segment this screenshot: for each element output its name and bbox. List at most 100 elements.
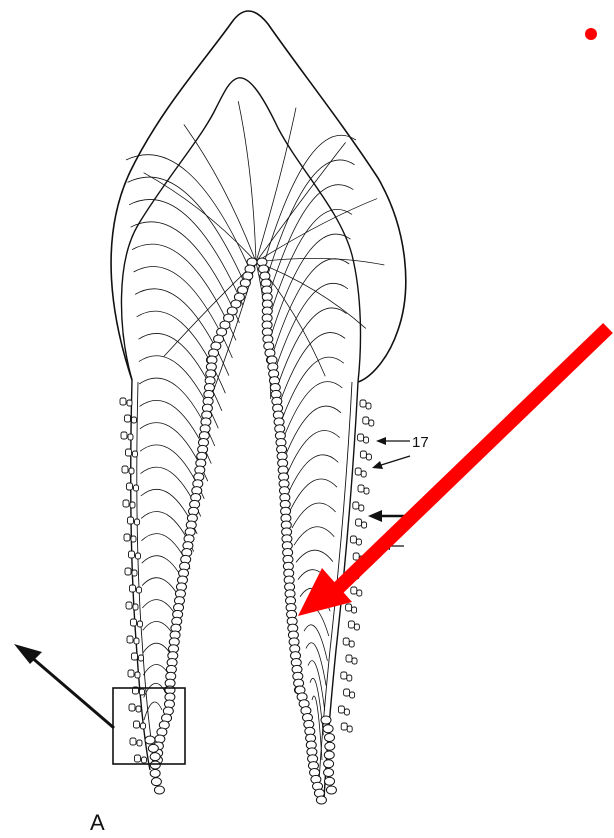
callout-arrow-icon bbox=[14, 644, 114, 728]
odontoblast-cell bbox=[145, 736, 155, 744]
dentinal-tubules bbox=[126, 101, 384, 760]
cementocyte-cell bbox=[350, 692, 355, 698]
odontoblast-cell bbox=[325, 777, 335, 785]
tubule-line bbox=[272, 259, 349, 356]
cementocyte-cell bbox=[139, 655, 144, 661]
cementocyte-cell bbox=[132, 653, 138, 660]
cementocyte-cell bbox=[127, 636, 133, 643]
tubule-line bbox=[296, 550, 333, 562]
cementocyte-cell bbox=[354, 624, 359, 630]
cementocyte-cell bbox=[125, 568, 131, 575]
cementocyte-cell bbox=[347, 675, 352, 681]
tubule-line bbox=[256, 142, 346, 262]
odontoblast-cell bbox=[324, 769, 334, 777]
cementocyte-cell bbox=[362, 522, 367, 528]
cementocyte-cell bbox=[350, 536, 356, 543]
cementocyte-cell bbox=[128, 434, 133, 440]
odontoblast-cell bbox=[326, 786, 336, 794]
cementocyte-cell bbox=[346, 604, 352, 611]
cementocyte-cell bbox=[369, 420, 374, 426]
odontoblast-cell bbox=[324, 760, 334, 768]
tubule-line bbox=[290, 479, 337, 511]
tubule-line bbox=[288, 455, 338, 494]
cementocyte-cell bbox=[135, 755, 141, 762]
leader-arrow-17 bbox=[376, 437, 410, 445]
odontoblast-cell bbox=[324, 751, 334, 759]
odontoblast-cell bbox=[154, 786, 164, 794]
tubule-line bbox=[131, 222, 240, 323]
cementocyte-cell bbox=[357, 590, 362, 596]
odontoblast-cell bbox=[148, 744, 158, 752]
cementocyte-cell bbox=[130, 585, 136, 592]
cementocyte-cell bbox=[360, 451, 366, 458]
cementocyte-cell bbox=[135, 672, 140, 678]
cementocyte-cell bbox=[358, 485, 364, 492]
cementocyte-cell bbox=[129, 704, 135, 711]
cementocyte-cell bbox=[123, 500, 129, 507]
cementocyte-cell bbox=[133, 451, 138, 457]
tubule-line bbox=[268, 209, 352, 321]
tubule-line bbox=[278, 333, 345, 408]
cementocyte-cell bbox=[366, 403, 371, 409]
cementocyte-cell bbox=[344, 709, 349, 715]
tubule-line bbox=[126, 155, 250, 270]
cementocyte-cell bbox=[352, 658, 357, 664]
cementocyte-cell bbox=[135, 519, 140, 525]
cementocyte-cell bbox=[134, 721, 140, 728]
cementocyte-cell bbox=[356, 519, 362, 526]
tubule-line bbox=[129, 199, 243, 305]
cementocyte-cell bbox=[121, 432, 127, 439]
tubule-line bbox=[128, 177, 247, 288]
bullet-dot-icon bbox=[585, 28, 597, 40]
cementocyte-cell bbox=[341, 723, 347, 730]
odontoblast-cell bbox=[325, 742, 335, 750]
cementocyte-cell bbox=[134, 485, 139, 491]
cementocyte-cell bbox=[353, 553, 359, 560]
tubule-line bbox=[304, 625, 327, 661]
periodontal-cells bbox=[120, 398, 374, 763]
cementocyte-cell bbox=[359, 505, 364, 511]
odontoblast-cell bbox=[323, 725, 333, 733]
cementocyte-cell bbox=[126, 602, 132, 609]
cementocyte-cell bbox=[131, 619, 137, 626]
cementocyte-cell bbox=[351, 587, 357, 594]
cementocyte-cell bbox=[132, 417, 137, 423]
cementocyte-cell bbox=[352, 607, 357, 613]
tubule-line bbox=[144, 173, 256, 262]
enamel-outline bbox=[111, 11, 406, 382]
tubule-line bbox=[144, 683, 166, 697]
cementocyte-cell bbox=[136, 553, 141, 559]
tubule-line bbox=[238, 101, 256, 262]
pointer-arrow-icon bbox=[298, 328, 608, 616]
cementocyte-cell bbox=[348, 621, 354, 628]
odontoblast-cell bbox=[316, 796, 326, 804]
tubule-line bbox=[144, 702, 162, 720]
cementocyte-cell bbox=[127, 483, 133, 490]
tubule-line bbox=[184, 124, 256, 262]
cementocyte-cell bbox=[130, 738, 136, 745]
cementocyte-cell bbox=[132, 570, 137, 576]
cementocyte-cell bbox=[129, 468, 134, 474]
odontoblast-cell bbox=[151, 778, 161, 786]
odontoblast-cell bbox=[321, 716, 331, 724]
tubule-line bbox=[294, 527, 334, 545]
tubule-line bbox=[266, 185, 353, 305]
cell-number-label: 17 bbox=[412, 434, 429, 451]
tubule-line bbox=[276, 308, 346, 390]
cementocyte-cell bbox=[355, 468, 361, 475]
cementocyte-cell bbox=[140, 689, 145, 695]
tubule-line bbox=[256, 199, 377, 262]
cementocyte-cell bbox=[138, 621, 143, 627]
cementocyte-cell bbox=[344, 689, 350, 696]
cementocyte-cell bbox=[346, 655, 352, 662]
cementocyte-cell bbox=[136, 706, 141, 712]
cementocyte-cell bbox=[125, 415, 131, 422]
cementocyte-cell bbox=[122, 466, 128, 473]
odontoblast-cell bbox=[150, 761, 160, 769]
cementocyte-cell bbox=[131, 536, 136, 542]
cementocyte-cell bbox=[128, 670, 134, 677]
cementocyte-cell bbox=[360, 400, 366, 407]
cementocyte-cell bbox=[341, 672, 347, 679]
cementocyte-cell bbox=[347, 726, 352, 732]
